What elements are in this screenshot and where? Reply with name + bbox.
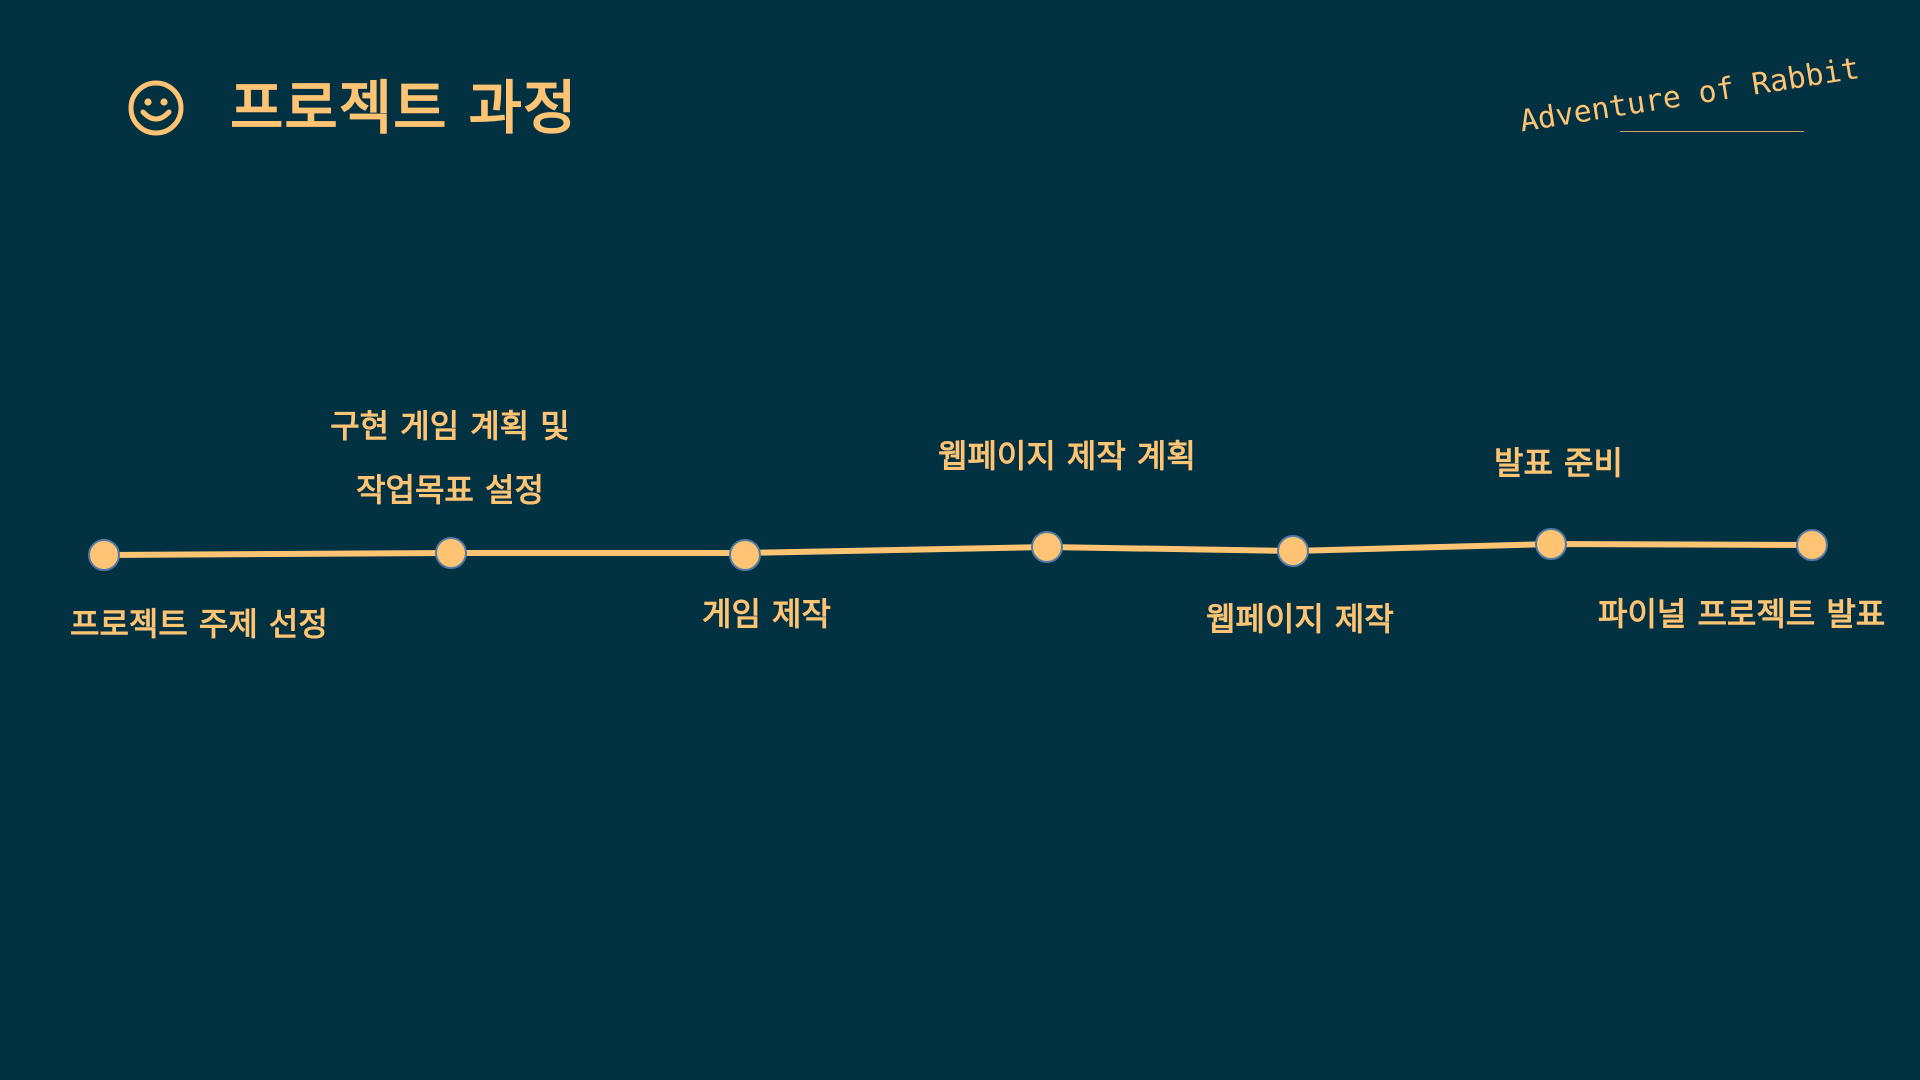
step-label-planning-line1: 구현 게임 계획 및 (330, 407, 570, 445)
timeline-node (1535, 528, 1567, 560)
step-label-presentation-prep: 발표 준비 (1494, 444, 1623, 482)
timeline-node (1277, 535, 1309, 567)
timeline-node (1031, 531, 1063, 563)
step-label-final-presentation: 파이널 프로젝트 발표 (1598, 595, 1886, 633)
timeline-node (1796, 529, 1828, 561)
timeline-node (435, 537, 467, 569)
step-label-web-plan: 웹페이지 제작 계획 (938, 437, 1196, 475)
timeline-node (729, 539, 761, 571)
page-title: 프로젝트 과정 (230, 74, 578, 142)
slide-header: 프로젝트 과정 (126, 78, 577, 138)
step-label-web-dev: 웹페이지 제작 (1206, 600, 1394, 638)
smiley-face-icon (128, 80, 184, 136)
step-label-game-dev: 게임 제작 (702, 595, 831, 633)
brand-logo: Adventure of Rabbit (1517, 51, 1861, 148)
step-label-planning-line2: 작업목표 설정 (356, 471, 544, 509)
step-label-topic: 프로젝트 주제 선정 (70, 605, 328, 643)
step-label-planning: 구현 게임 계획 및 작업목표 설정 (320, 394, 580, 522)
timeline-node (88, 539, 120, 571)
brand-underline (1620, 131, 1804, 132)
